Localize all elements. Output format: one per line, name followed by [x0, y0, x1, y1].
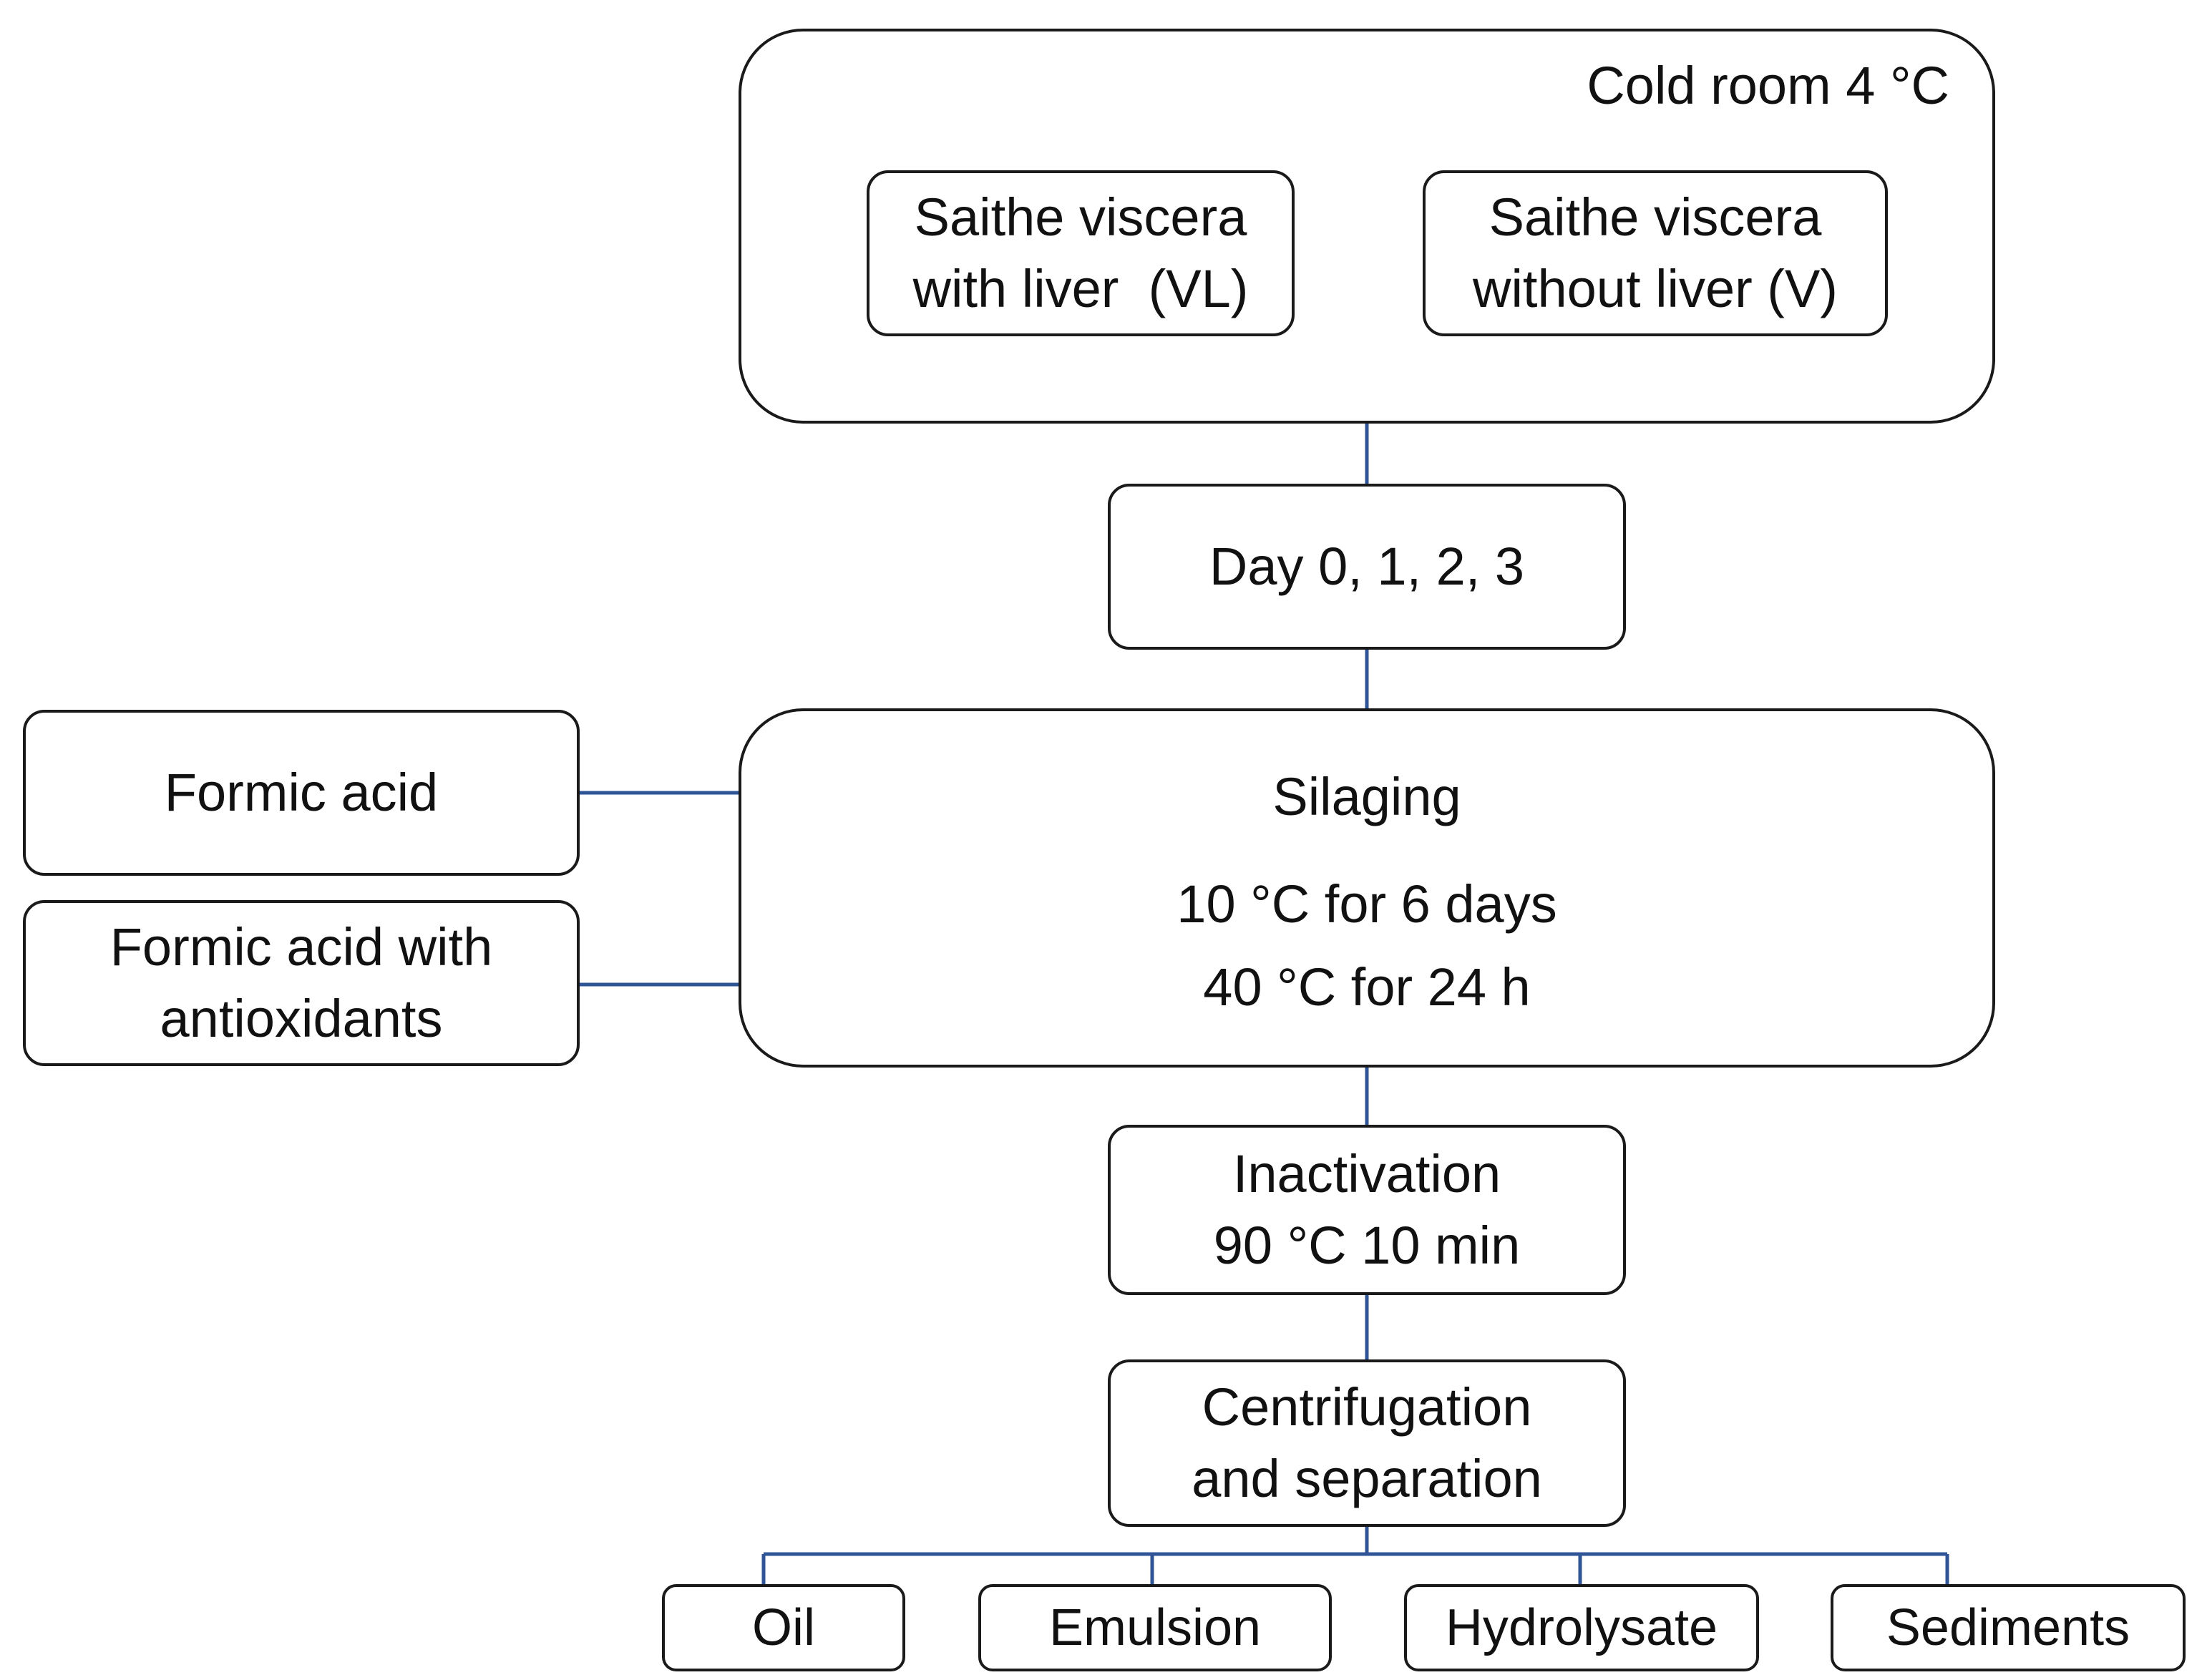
viscera-without-liver-line2: without liver (V): [1473, 259, 1838, 318]
inactivation-box: Inactivation 90 °C 10 min: [1108, 1125, 1626, 1295]
silaging-line1: 10 °C for 6 days: [1176, 874, 1557, 934]
silaging-box: Silaging 10 °C for 6 days 40 °C for 24 h: [739, 708, 1995, 1068]
silaging-title: Silaging: [1272, 767, 1461, 826]
fraction-oil-box: Oil: [662, 1584, 905, 1671]
fraction-sediments-box: Sediments: [1831, 1584, 2186, 1671]
fraction-oil-label: Oil: [752, 1599, 815, 1656]
viscera-without-liver-line1: Saithe viscera: [1489, 187, 1822, 247]
inactivation-line1: Inactivation: [1232, 1144, 1501, 1203]
viscera-with-liver-line2: with liver (VL): [912, 259, 1249, 318]
formic-acid-label: Formic acid: [164, 763, 439, 822]
silaging-line2: 40 °C for 24 h: [1203, 957, 1531, 1017]
viscera-with-liver-box: Saithe viscera with liver (VL): [867, 170, 1295, 336]
fraction-emulsion-box: Emulsion: [978, 1584, 1332, 1671]
fraction-hydrolysate-box: Hydrolysate: [1404, 1584, 1759, 1671]
centrifugation-line2: and separation: [1192, 1449, 1542, 1508]
days-label: Day 0, 1, 2, 3: [1209, 537, 1525, 596]
centrifugation-line1: Centrifugation: [1202, 1377, 1532, 1437]
viscera-with-liver-line1: Saithe viscera: [914, 187, 1247, 247]
formic-acid-box: Formic acid: [23, 710, 580, 876]
formic-acid-antioxidants-line1: Formic acid with: [109, 917, 493, 977]
inactivation-line2: 90 °C 10 min: [1213, 1216, 1521, 1275]
viscera-without-liver-box: Saithe viscera without liver (V): [1423, 170, 1888, 336]
fraction-sediments-label: Sediments: [1886, 1599, 2130, 1656]
formic-acid-antioxidants-line2: antioxidants: [160, 989, 443, 1048]
formic-acid-antioxidants-box: Formic acid with antioxidants: [23, 900, 580, 1066]
days-box: Day 0, 1, 2, 3: [1108, 484, 1626, 650]
cold-room-label: Cold room 4 °C: [1587, 56, 1949, 115]
fraction-emulsion-label: Emulsion: [1048, 1599, 1262, 1656]
centrifugation-box: Centrifugation and separation: [1108, 1359, 1626, 1527]
fraction-hydrolysate-label: Hydrolysate: [1445, 1599, 1718, 1656]
